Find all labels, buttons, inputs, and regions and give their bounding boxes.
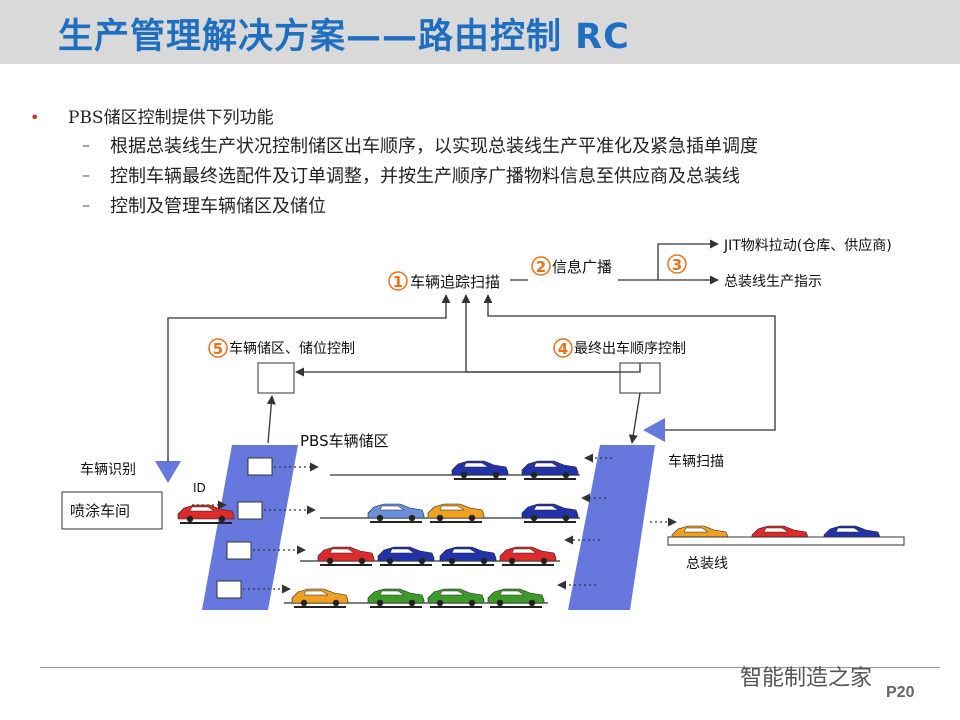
paint-shop-box: [61, 491, 163, 530]
vehicle-scan-label: 车辆扫描: [668, 453, 724, 470]
watermark-text: 智能制造之家: [740, 666, 873, 691]
bullet-main-text: PBS储区控制提供下列功能: [68, 108, 274, 128]
car-icon: [317, 546, 375, 566]
id-label: ID: [193, 481, 206, 495]
dash-icon: –: [82, 135, 90, 154]
car-icon: [521, 460, 579, 480]
car-icon: [427, 503, 485, 523]
car-icon: [367, 503, 425, 523]
step-2-badge: 2: [531, 256, 551, 276]
assembly-line-label: 总装线: [686, 556, 728, 572]
car-icon: [377, 546, 435, 566]
dash-icon: –: [82, 165, 90, 184]
step-3-num: 3: [672, 256, 682, 274]
car-icon: [291, 588, 349, 608]
title-bar: [0, 0, 960, 64]
scanner-sensor-icon: [643, 418, 665, 442]
bullet-sub-2: – 控制车辆最终选配件及订单调整，并按生产顺序广播物料信息至供应商及总装线: [30, 162, 758, 192]
bullet-list: • PBS储区控制提供下列功能 – 根据总装线生产状况控制储区出车顺序，以实现总…: [30, 104, 758, 222]
flow-line-scan: [483, 294, 776, 431]
bullet-sub-text: 控制及管理车辆储区及储位: [110, 196, 326, 217]
dash-icon: –: [82, 195, 90, 214]
jit-label: JIT物料拉动(仓库、供应商): [723, 237, 892, 254]
step-5-num: 5: [213, 340, 223, 358]
bullet-sub-text: 根据总装线生产状况控制储区出车顺序，以实现总装线生产平准化及紧急插单调度: [110, 136, 758, 157]
lane-lines: [284, 474, 580, 604]
flow-line-panel-up: [266, 395, 276, 444]
pbs-storage-label: PBS车辆储区: [300, 432, 389, 450]
car-icon: [439, 546, 497, 566]
step-4-badge: 4: [553, 338, 573, 358]
step-2-num: 2: [536, 258, 546, 276]
slot-box: [216, 580, 242, 599]
step-1-badge: 1: [388, 271, 408, 291]
car-icon: [427, 588, 485, 608]
step-1-num: 1: [393, 273, 403, 291]
car-icon: [367, 588, 425, 608]
car-icon: [177, 504, 235, 524]
car-icon: [451, 460, 509, 480]
car-icon: [487, 588, 545, 608]
storage-control-box: [257, 362, 295, 394]
paint-shop-label: 喷涂车间: [70, 502, 130, 520]
assembly-instruction-label: 总装线生产指示: [724, 274, 822, 290]
flow-line-panel-down: [628, 392, 641, 444]
car-icon: [499, 546, 557, 566]
bullet-sub-1: – 根据总装线生产状况控制储区出车顺序，以实现总装线生产平准化及紧急插单调度: [30, 132, 758, 162]
flow-line-seq: [461, 294, 641, 373]
bullet-sub-text: 控制车辆最终选配件及订单调整，并按生产顺序广播物料信息至供应商及总装线: [110, 166, 740, 187]
slot-box: [226, 541, 252, 560]
slot-box: [247, 457, 273, 476]
step-3-badge: 3: [667, 254, 687, 274]
bullet-main: • PBS储区控制提供下列功能: [30, 104, 758, 132]
pbs-exit-panel: [568, 445, 655, 610]
flow-line-jit: [618, 239, 719, 281]
step-4-label: 最终出车顺序控制: [574, 340, 686, 357]
assembly-line-bar: [667, 536, 905, 546]
id-sensor-icon: [155, 461, 181, 483]
step-5-badge: 5: [208, 338, 228, 358]
slide-title: 生产管理解决方案——路由控制 RC: [58, 17, 630, 57]
flow-line-id: [167, 294, 451, 462]
footer-line: [40, 667, 940, 668]
step-4-num: 4: [558, 340, 568, 358]
bullet-sub-3: – 控制及管理车辆储区及储位: [30, 192, 758, 222]
step-2-label: 信息广播: [552, 258, 612, 276]
slot-box: [237, 501, 263, 520]
step-1-label: 车辆追踪扫描: [410, 273, 500, 291]
bullet-dot-icon: •: [30, 108, 40, 127]
vehicle-id-label: 车辆识别: [80, 461, 136, 478]
step-5-label: 车辆储区、储位控制: [229, 340, 355, 357]
page-number: P20: [886, 684, 915, 701]
car-icon: [521, 503, 579, 523]
pbs-entry-panel: [202, 445, 298, 610]
